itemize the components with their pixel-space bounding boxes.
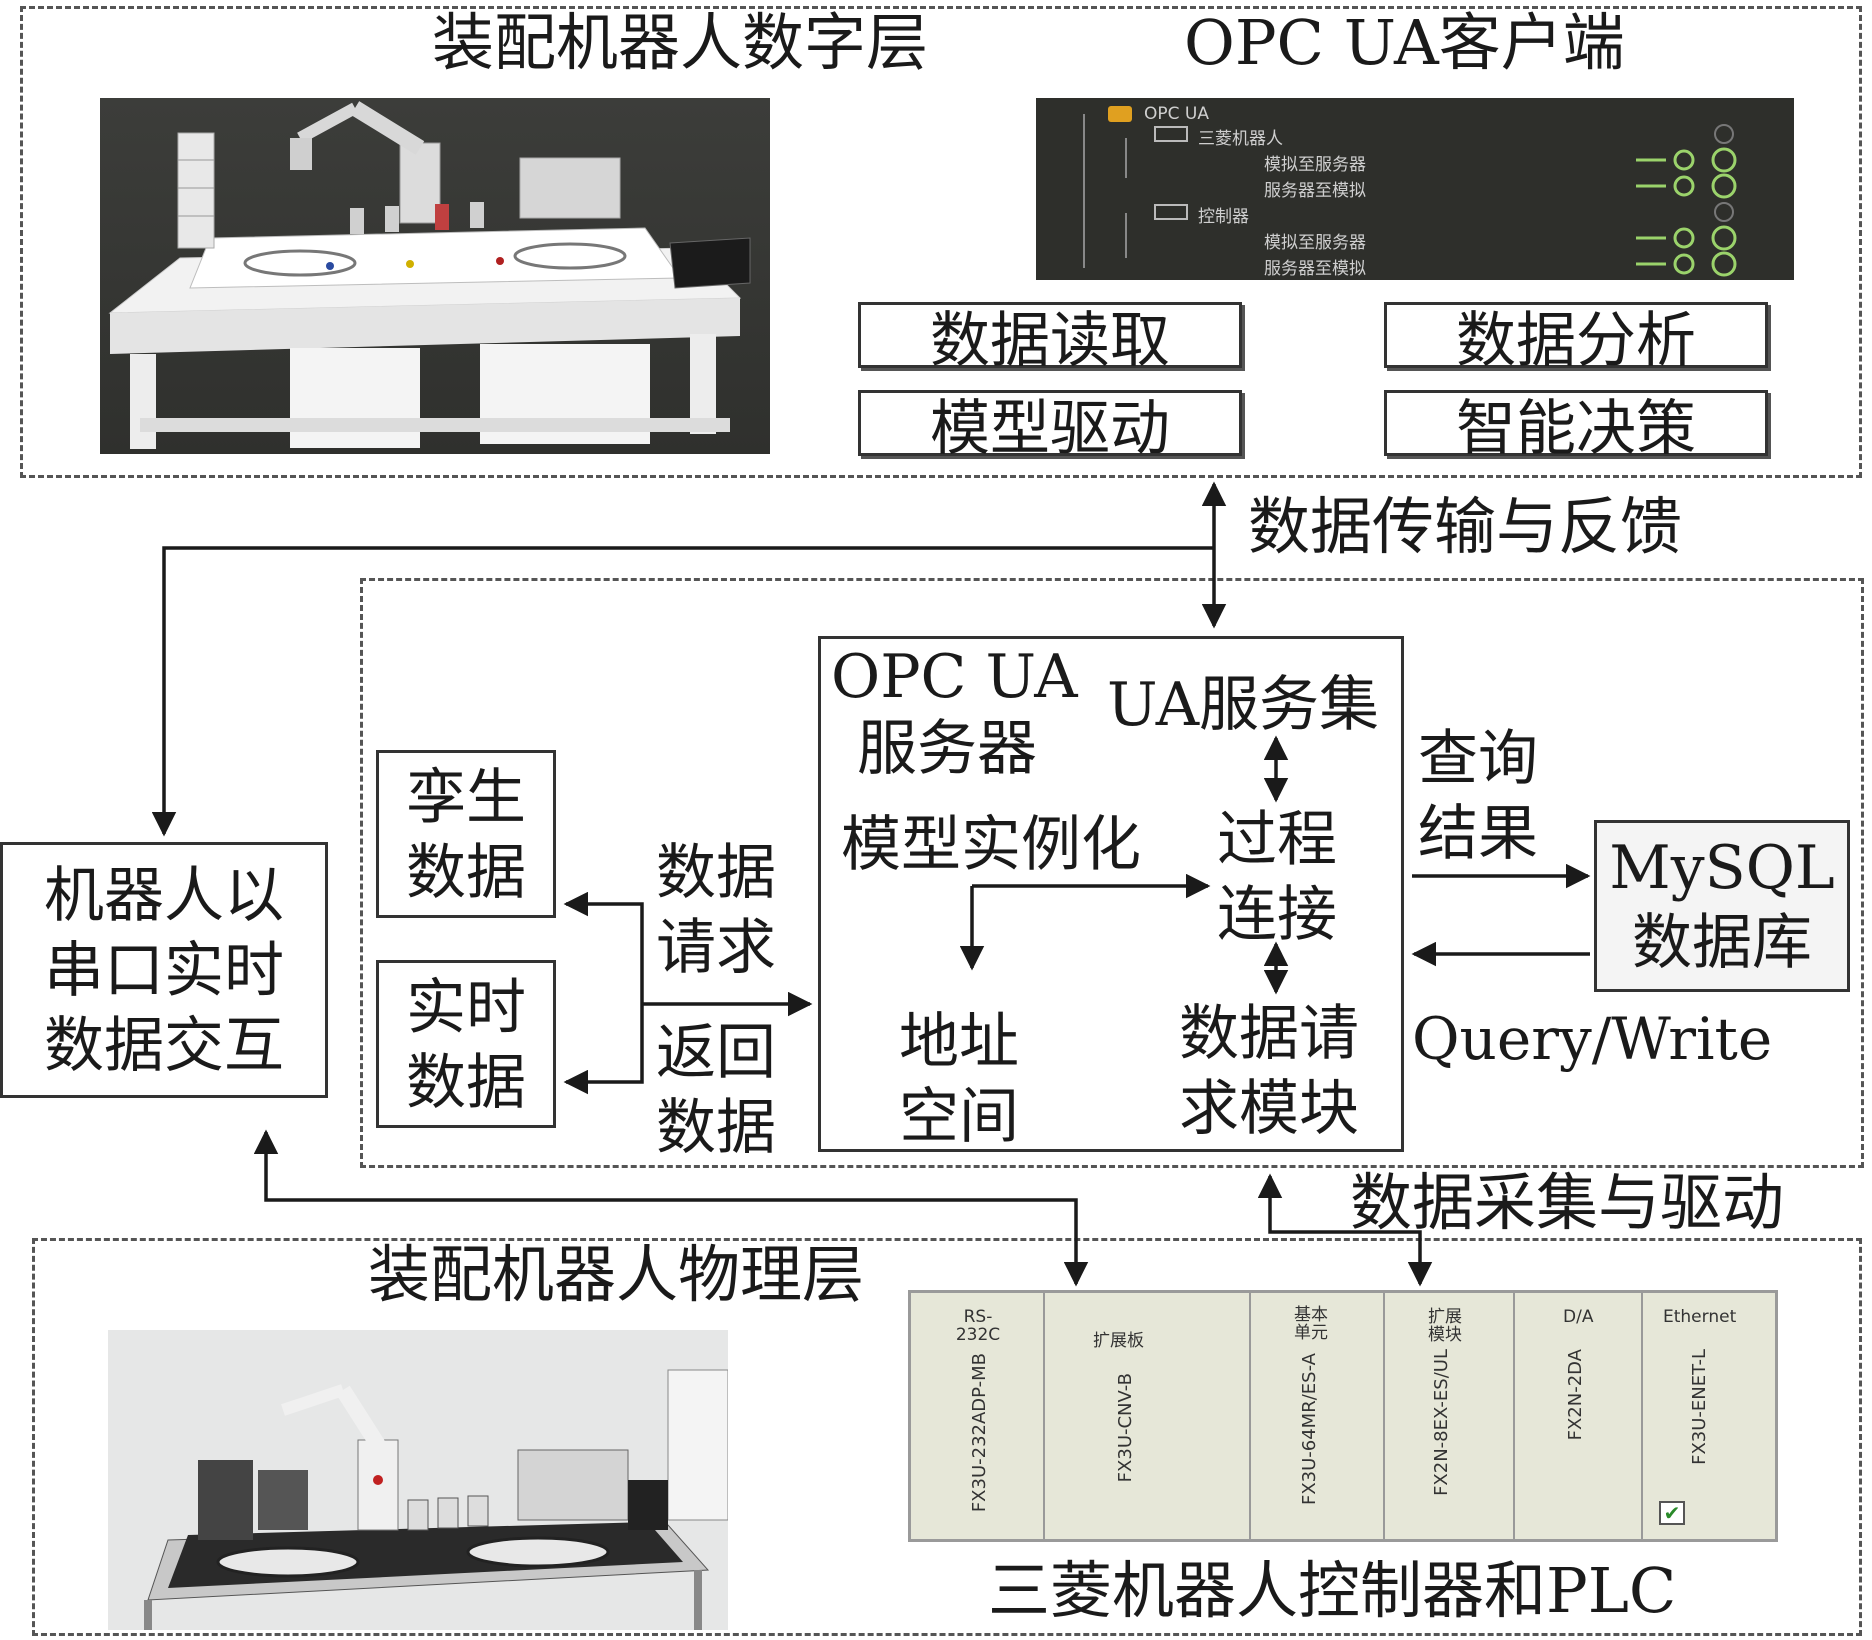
tree-node-icon bbox=[1154, 126, 1188, 142]
opc-tree-root: OPC UA bbox=[1144, 104, 1209, 124]
opc-client-title: OPC UA客户端 bbox=[1184, 6, 1625, 79]
twin-data-arrow bbox=[563, 891, 644, 1004]
return-data-line: 返回 bbox=[656, 1018, 776, 1088]
realtime-data-line: 实时 bbox=[406, 973, 526, 1043]
robot-serial-line: 串口实时 bbox=[44, 936, 284, 1006]
twin-data-box: 孪生 数据 bbox=[376, 750, 556, 918]
plc-module-panel: RS-232C FX3U-232ADP-MB 扩展板 FX3U-CNV-B 基本… bbox=[908, 1290, 1778, 1542]
realtime-data-box: 实时 数据 bbox=[376, 960, 556, 1128]
left-box-arrow bbox=[151, 546, 1214, 837]
query-result-line: 查询 bbox=[1418, 724, 1538, 794]
query-result-label: 查询 结果 bbox=[1418, 722, 1538, 872]
robot-serial-box: 机器人以 串口实时 数据交互 bbox=[0, 842, 328, 1098]
acquisition-arrow bbox=[1257, 1173, 1433, 1287]
controller-caption: 三菱机器人控制器和PLC bbox=[988, 1554, 1677, 1627]
data-request-label: 数据 请求 bbox=[656, 836, 776, 986]
opc-tree-item: 模拟至服务器 bbox=[1264, 233, 1366, 253]
transfer-feedback-label: 数据传输与反馈 bbox=[1248, 490, 1683, 563]
digital-twin-render bbox=[100, 98, 770, 454]
data-analysis-button[interactable]: 数据分析 bbox=[1384, 302, 1768, 376]
digital-layer-frame bbox=[20, 6, 1862, 478]
plc-module: D/A FX2N-2DA bbox=[1515, 1293, 1643, 1539]
process-conn-line: 连接 bbox=[1217, 880, 1337, 950]
plc-module: RS-232C FX3U-232ADP-MB bbox=[911, 1293, 1045, 1539]
server-title-2: 服务器 bbox=[857, 714, 1037, 784]
opc-server-box: OPC UA 服务器 UA服务集 模型实例化 过程 连接 地址 空间 数据请 求… bbox=[818, 636, 1404, 1152]
digital-layer-title: 装配机器人数字层 bbox=[432, 6, 929, 79]
mysql-line: MySQL bbox=[1609, 833, 1835, 903]
server-title: OPC UA bbox=[831, 642, 1078, 712]
opc-tree-item: 服务器至模拟 bbox=[1264, 259, 1366, 279]
mysql-database-box: MySQL 数据库 bbox=[1594, 820, 1850, 992]
plc-module: Ethernet FX3U-ENET-L ✔ bbox=[1643, 1293, 1775, 1539]
opc-tree-group-robot: 三菱机器人 bbox=[1198, 129, 1283, 149]
process-conn-line: 过程 bbox=[1217, 805, 1337, 875]
opc-tree-item: 服务器至模拟 bbox=[1264, 181, 1366, 201]
query-write-label: Query/Write bbox=[1412, 1005, 1773, 1073]
folder-icon bbox=[1108, 106, 1132, 122]
request-module-line: 数据请 bbox=[1179, 999, 1359, 1069]
realtime-data-arrow bbox=[563, 1004, 644, 1095]
plc-module: 基本单元 FX3U-64MR/ES-A bbox=[1251, 1293, 1385, 1539]
plc-module-top: RS-232C bbox=[955, 1307, 1001, 1345]
plc-module-top: 扩展板 bbox=[1093, 1331, 1144, 1351]
twin-data-line: 孪生 bbox=[406, 763, 526, 833]
plc-module-top: 基本单元 bbox=[1294, 1305, 1328, 1343]
opc-tree-item: 模拟至服务器 bbox=[1264, 155, 1366, 175]
request-module-line: 求模块 bbox=[1179, 1074, 1359, 1144]
robot-serial-line: 数据交互 bbox=[44, 1011, 284, 1081]
serial-arrow bbox=[253, 1129, 1089, 1287]
checkbox-icon: ✔ bbox=[1659, 1501, 1685, 1525]
data-request-line: 数据 bbox=[656, 838, 776, 908]
twin-data-line: 数据 bbox=[406, 838, 526, 908]
server-layer-frame bbox=[360, 578, 1864, 1168]
data-read-button[interactable]: 数据读取 bbox=[858, 302, 1242, 376]
plc-module: 扩展模块 FX2N-8EX-ES/UL bbox=[1385, 1293, 1515, 1539]
mysql-line: 数据库 bbox=[1632, 908, 1812, 978]
tree-node-icon bbox=[1154, 204, 1188, 220]
realtime-data-line: 数据 bbox=[406, 1048, 526, 1118]
data-request-line: 请求 bbox=[656, 913, 776, 983]
service-set-label: UA服务集 bbox=[1107, 670, 1380, 740]
robot-serial-line: 机器人以 bbox=[44, 861, 284, 931]
opc-tree-panel: OPC UA 三菱机器人 模拟至服务器 服务器至模拟 控制器 模拟至服务器 服务… bbox=[1036, 98, 1794, 280]
plc-module: 扩展板 FX3U-CNV-B bbox=[1045, 1293, 1251, 1539]
query-result-line: 结果 bbox=[1418, 799, 1538, 869]
smart-decision-button[interactable]: 智能决策 bbox=[1384, 390, 1768, 464]
plc-module-top: Ethernet bbox=[1663, 1307, 1737, 1327]
process-connection-label: 过程 连接 bbox=[1217, 803, 1337, 953]
plc-module-top: 扩展模块 bbox=[1428, 1307, 1462, 1345]
request-module-label: 数据请 求模块 bbox=[1179, 997, 1359, 1147]
physical-robot-photo bbox=[108, 1330, 728, 1630]
plc-module-top: D/A bbox=[1563, 1307, 1594, 1327]
instantiation-label: 模型实例化 bbox=[841, 810, 1141, 880]
address-space-line: 地址 bbox=[899, 1007, 1019, 1077]
model-drive-button[interactable]: 模型驱动 bbox=[858, 390, 1242, 464]
opc-tree-group-controller: 控制器 bbox=[1198, 207, 1249, 227]
